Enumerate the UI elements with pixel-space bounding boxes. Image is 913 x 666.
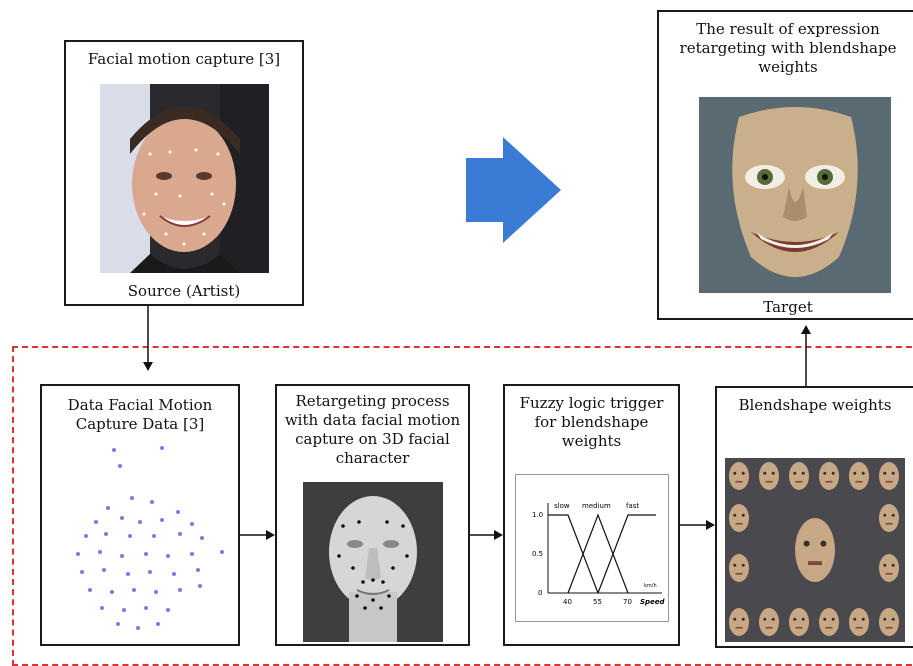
blendshape-thumb-bottom-0 bbox=[729, 608, 749, 636]
fuzzy-membership-chart: slow medium fast 1.0 0.5 0 40 55 70 km/h… bbox=[515, 474, 669, 622]
step-fuzzy-title: Fuzzy logic trigger for blendshape weigh… bbox=[519, 394, 664, 450]
source-box: Facial motion capture [3] Source (Artist… bbox=[64, 40, 304, 306]
blendshape-thumb-top-1 bbox=[759, 462, 779, 490]
label-slow: slow bbox=[554, 502, 570, 510]
process-region-border bbox=[12, 346, 913, 666]
tick-y-05: 0.5 bbox=[532, 550, 543, 558]
source-title: Facial motion capture [3] bbox=[87, 50, 281, 68]
target-title: The result of expression retargeting wit… bbox=[679, 20, 897, 76]
blendshape-thumb-left-1 bbox=[729, 554, 749, 582]
blendshape-thumb-right-1 bbox=[879, 554, 899, 582]
target-caption: Target bbox=[763, 298, 813, 316]
blendshape-thumb-left-0 bbox=[729, 504, 749, 532]
character-head-render bbox=[303, 482, 443, 642]
blendshape-grid bbox=[725, 458, 905, 642]
step-motion-data-title: Data Facial Motion Capture Data [3] bbox=[67, 396, 213, 433]
direction-arrow-icon bbox=[466, 137, 561, 243]
source-caption: Source (Artist) bbox=[127, 282, 241, 300]
step-blendshape-title: Blendshape weights bbox=[738, 396, 892, 414]
target-box: The result of expression retargeting wit… bbox=[657, 10, 913, 320]
step-retargeting: Retargeting process with data facial mot… bbox=[275, 384, 470, 646]
blendshape-thumb-right-0 bbox=[879, 504, 899, 532]
step-blendshape-weights: Blendshape weights bbox=[715, 386, 913, 648]
tick-y-1: 1.0 bbox=[532, 511, 543, 519]
blendshape-thumb-top-3 bbox=[819, 462, 839, 490]
blendshape-thumb-top-2 bbox=[789, 462, 809, 490]
blendshape-thumb-bottom-5 bbox=[879, 608, 899, 636]
blendshape-thumb-bottom-4 bbox=[849, 608, 869, 636]
tick-x-40: 40 bbox=[563, 598, 572, 606]
label-fast: fast bbox=[626, 502, 639, 510]
tick-y-0: 0 bbox=[538, 589, 542, 597]
target-face-render bbox=[699, 97, 891, 293]
blendshape-thumb-bottom-2 bbox=[789, 608, 809, 636]
motion-point-cloud bbox=[76, 446, 224, 630]
blendshape-neutral-face bbox=[795, 518, 835, 582]
tick-x-70: 70 bbox=[623, 598, 632, 606]
source-face-photo bbox=[100, 84, 269, 273]
blendshape-thumb-top-5 bbox=[879, 462, 899, 490]
label-medium: medium bbox=[582, 502, 611, 510]
blendshape-thumb-top-4 bbox=[849, 462, 869, 490]
step-retargeting-title: Retargeting process with data facial mot… bbox=[284, 392, 461, 467]
step-fuzzy-logic: Fuzzy logic trigger for blendshape weigh… bbox=[503, 384, 680, 646]
x-axis-label: Speed bbox=[640, 598, 666, 606]
tick-x-55: 55 bbox=[593, 598, 602, 606]
unit-label: km/h bbox=[644, 583, 657, 589]
blendshape-thumb-top-0 bbox=[729, 462, 749, 490]
blendshape-thumb-bottom-3 bbox=[819, 608, 839, 636]
blendshape-thumb-bottom-1 bbox=[759, 608, 779, 636]
step-motion-data: Data Facial Motion Capture Data [3] bbox=[40, 384, 240, 646]
